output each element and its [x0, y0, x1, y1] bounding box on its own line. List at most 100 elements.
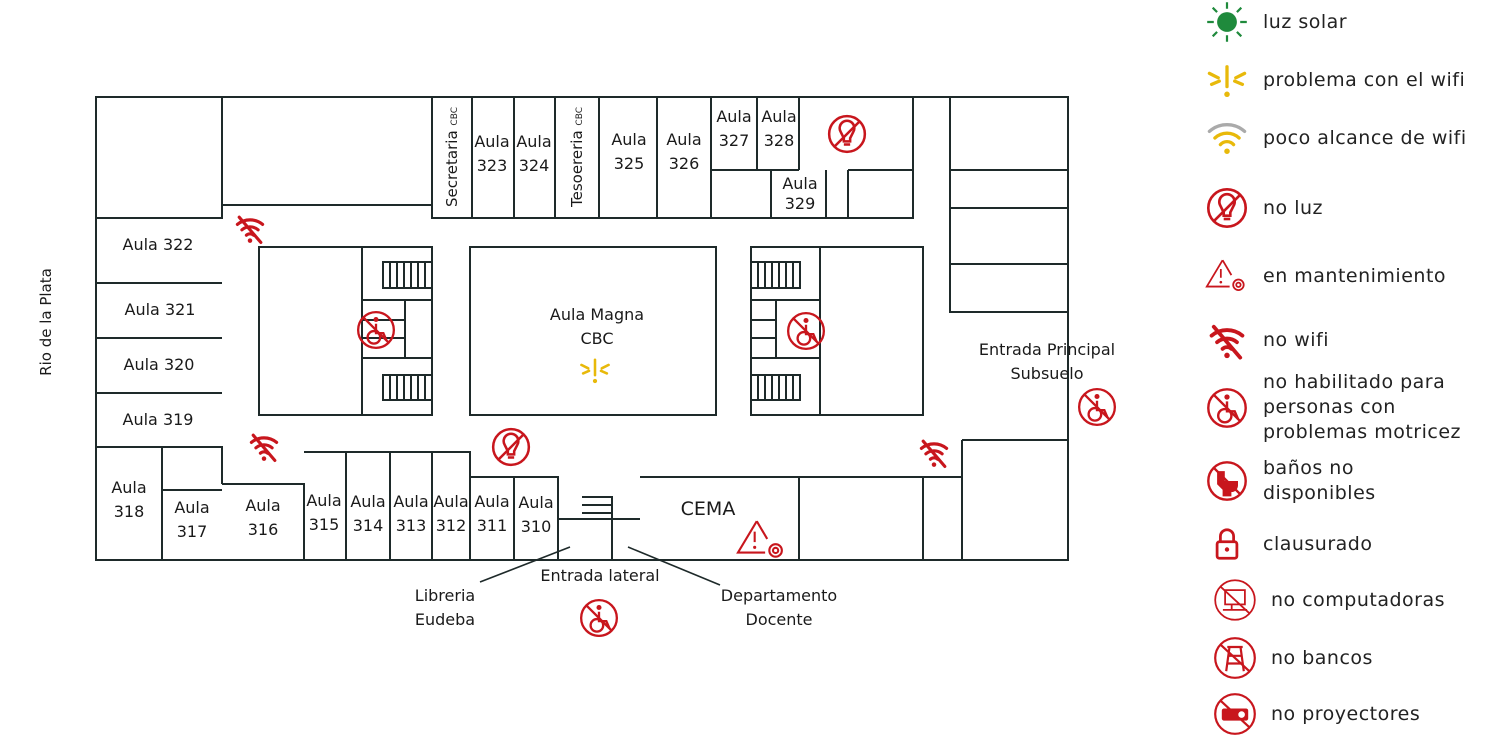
lock-icon — [1205, 522, 1249, 566]
label-line: Subsuelo — [1010, 364, 1084, 383]
maintenance-icon — [1205, 254, 1249, 298]
room-label: Aula — [350, 492, 386, 511]
room-324[interactable]: Aula 324 — [516, 130, 551, 178]
room-label: Aula — [716, 107, 752, 126]
no-light-icon — [491, 427, 531, 467]
room-317[interactable]: Aula 317 — [174, 496, 209, 544]
legend-item-lock: clausurado — [1205, 522, 1373, 566]
room-number: 325 — [613, 154, 645, 173]
legend-label: clausurado — [1263, 532, 1373, 555]
no-wifi-icon — [919, 439, 949, 469]
wifi-problem-icon — [1205, 58, 1249, 102]
legend-label: problema con el wifi — [1263, 68, 1466, 91]
room-number: 313 — [395, 516, 427, 535]
room-319[interactable]: Aula 319 — [122, 410, 194, 429]
room-320[interactable]: Aula 320 — [123, 355, 195, 374]
room-label: Aula — [393, 492, 429, 511]
room-label: Aula — [433, 492, 469, 511]
room-number: 315 — [308, 515, 340, 534]
room-number: 312 — [435, 516, 467, 535]
room-number: 317 — [176, 522, 208, 541]
room-312[interactable]: Aula 312 — [433, 490, 468, 538]
room-322[interactable]: Aula 322 — [122, 235, 194, 254]
legend-label: poco alcance de wifi — [1263, 126, 1467, 149]
room-327[interactable]: Aula 327 — [716, 105, 751, 153]
label-line: Libreria — [414, 586, 476, 605]
room-label: Aula — [516, 132, 552, 151]
legend-label: no wifi — [1263, 328, 1329, 351]
legend-label: no habilitado para personas con problema… — [1263, 371, 1461, 443]
no-computer-icon — [1213, 578, 1257, 622]
walls — [95, 96, 1069, 586]
room-label: Tesoereria — [568, 130, 586, 208]
label-line: Departamento — [720, 586, 838, 605]
no-light-icon — [1205, 186, 1249, 230]
room-313[interactable]: Aula 313 — [393, 490, 428, 538]
room-label: Aula — [782, 174, 818, 193]
street-label: Rio de la Plata — [37, 268, 55, 376]
room-label: Aula — [174, 498, 210, 517]
no-projector-icon — [1213, 692, 1257, 736]
room-311[interactable]: Aula 311 — [474, 490, 509, 538]
legend-item-sun: luz solar — [1205, 0, 1347, 44]
legend-label: baños no disponibles — [1263, 457, 1376, 504]
label-line: Entrada Principal — [978, 340, 1116, 359]
legend-item-no-computer: no computadoras — [1213, 578, 1445, 622]
legend-item-wifi-weak: poco alcance de wifi — [1205, 116, 1467, 160]
room-cema[interactable]: CEMA — [680, 498, 736, 520]
room-label: Aula — [518, 493, 554, 512]
legend-label: no computadoras — [1271, 588, 1446, 611]
room-label: Aula — [245, 496, 281, 515]
room-315[interactable]: Aula 315 — [306, 489, 341, 537]
no-accessible-icon — [786, 311, 826, 351]
legend-item-no-accessible: no habilitado para personas con problema… — [1205, 370, 1495, 445]
legend-item-no-projector: no proyectores — [1213, 692, 1420, 736]
legend-label: luz solar — [1263, 10, 1348, 33]
label-line: Docente — [745, 610, 813, 629]
room-sublabel: CBC — [450, 106, 460, 126]
room-label: Aula — [306, 491, 342, 510]
legend-item-wifi-problem: problema con el wifi — [1205, 58, 1465, 102]
room-sublabel: CBC — [580, 329, 614, 348]
room-label: Aula — [761, 107, 797, 126]
no-accessible-icon — [579, 598, 619, 638]
room-label: Aula — [474, 492, 510, 511]
no-light-icon — [827, 114, 867, 154]
room-number: 326 — [668, 154, 700, 173]
legend-item-no-light: no luz — [1205, 186, 1323, 230]
legend-item-no-bench: no bancos — [1213, 636, 1373, 680]
wifi-problem-icon — [580, 358, 610, 385]
no-wifi-icon — [1205, 318, 1249, 362]
room-number: 329 — [784, 194, 816, 213]
legend-label: no proyectores — [1271, 702, 1421, 725]
room-number: 324 — [518, 156, 550, 175]
legend-item-no-wifi: no wifi — [1205, 318, 1329, 362]
legend-label: no luz — [1263, 196, 1323, 219]
legend-item-maintenance: en mantenimiento — [1205, 254, 1446, 298]
room-number: 327 — [718, 131, 750, 150]
room-328[interactable]: Aula 328 — [761, 105, 796, 153]
no-toilet-icon — [1205, 459, 1249, 503]
legend-label: no bancos — [1271, 646, 1373, 669]
sun-icon — [1205, 0, 1249, 44]
room-tesoreria[interactable]: Tesoereria CBC — [568, 107, 586, 207]
room-number: 328 — [763, 131, 795, 150]
label-line: Eudeba — [414, 610, 476, 629]
room-321[interactable]: Aula 321 — [124, 300, 196, 319]
no-wifi-icon — [235, 215, 265, 245]
room-label: Aula Magna — [549, 305, 645, 324]
room-number: 311 — [476, 516, 508, 535]
room-314[interactable]: Aula 314 — [350, 490, 385, 538]
room-number: 314 — [352, 516, 384, 535]
room-secretaria[interactable]: Secretaria CBC — [443, 107, 461, 207]
